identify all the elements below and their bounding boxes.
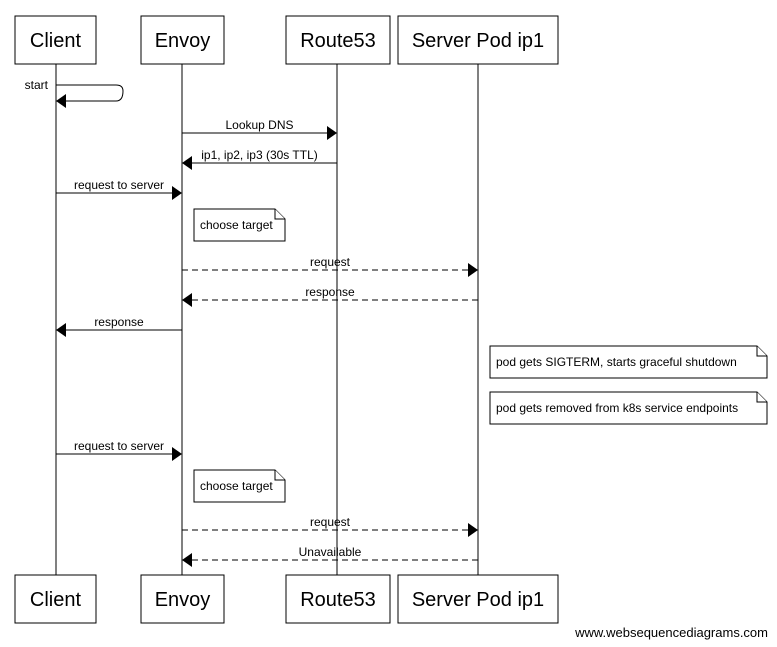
actor-box	[14, 574, 97, 624]
note-label: choose target	[200, 479, 273, 493]
arrowhead	[182, 553, 192, 567]
note: pod gets removed from k8s service endpoi…	[489, 391, 768, 425]
note-fold	[274, 209, 285, 220]
arrowhead	[172, 186, 182, 200]
note: choose target	[193, 208, 286, 242]
actor-label: Client	[30, 30, 82, 52]
actor-box	[14, 15, 97, 65]
note-box	[193, 208, 286, 242]
actor-box	[140, 574, 225, 624]
message: request to server	[56, 439, 182, 461]
arrowhead	[468, 523, 478, 537]
note-label: choose target	[200, 218, 273, 232]
actor-route53-top: Route53	[285, 15, 391, 65]
message: request	[182, 255, 478, 277]
arrowhead	[182, 156, 192, 170]
note-box	[489, 345, 768, 379]
actor-envoy-bottom: Envoy	[140, 574, 225, 624]
arrowhead	[56, 94, 66, 108]
actor-label: Client	[30, 589, 82, 611]
message-label: Lookup DNS	[225, 118, 293, 132]
actor-serverpod-bottom: Server Pod ip1	[397, 574, 559, 624]
note: choose target	[193, 469, 286, 503]
actor-serverpod-top: Server Pod ip1	[397, 15, 559, 65]
actor-client-bottom: Client	[14, 574, 97, 624]
message-label: response	[94, 315, 144, 329]
footer-credit: www.websequencediagrams.com	[574, 625, 768, 640]
actor-label: Route53	[300, 589, 376, 611]
message-label: response	[305, 285, 355, 299]
actor-label: Envoy	[155, 589, 211, 611]
message-label: request	[310, 515, 351, 529]
message: request to server	[56, 178, 182, 200]
actor-client-top: Client	[14, 15, 97, 65]
actor-label: Server Pod ip1	[412, 30, 544, 52]
message: response	[182, 285, 478, 307]
arrowhead	[56, 323, 66, 337]
message: request	[182, 515, 478, 537]
note-box	[193, 469, 286, 503]
arrowhead	[182, 293, 192, 307]
message: ip1, ip2, ip3 (30s TTL)	[182, 148, 337, 170]
actor-route53-bottom: Route53	[285, 574, 391, 624]
arrowhead	[327, 126, 337, 140]
arrowhead	[172, 447, 182, 461]
note-box	[489, 391, 768, 425]
message: Lookup DNS	[182, 118, 337, 140]
note-fold	[274, 470, 285, 481]
message-line	[56, 84, 124, 102]
note-fold	[756, 392, 767, 403]
message-label: start	[25, 78, 49, 92]
message: response	[56, 315, 182, 337]
note-fold	[756, 346, 767, 357]
arrowhead	[468, 263, 478, 277]
message-label: request	[310, 255, 351, 269]
message: Unavailable	[182, 545, 478, 567]
note-label: pod gets removed from k8s service endpoi…	[496, 401, 738, 415]
actor-envoy-top: Envoy	[140, 15, 225, 65]
actor-label: Route53	[300, 30, 376, 52]
message-label: request to server	[74, 178, 164, 192]
actor-box	[285, 15, 391, 65]
message-label: ip1, ip2, ip3 (30s TTL)	[201, 148, 318, 162]
actor-box	[285, 574, 391, 624]
message: start	[25, 78, 124, 108]
actor-box	[397, 574, 559, 624]
actor-box	[397, 15, 559, 65]
message-label: request to server	[74, 439, 164, 453]
actor-label: Envoy	[155, 30, 211, 52]
note: pod gets SIGTERM, starts graceful shutdo…	[489, 345, 768, 379]
note-label: pod gets SIGTERM, starts graceful shutdo…	[496, 355, 737, 369]
actor-box	[140, 15, 225, 65]
message-label: Unavailable	[299, 545, 362, 559]
actor-label: Server Pod ip1	[412, 589, 544, 611]
